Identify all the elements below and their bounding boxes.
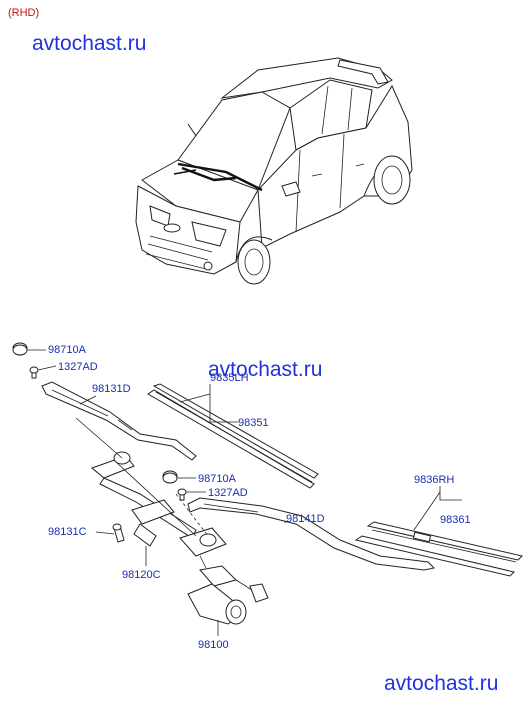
wiper-blade-lh xyxy=(147,383,319,489)
wiper-arm-lh xyxy=(41,381,197,461)
wiper-motor xyxy=(187,555,269,625)
callout-98131d: 98131D xyxy=(92,383,131,395)
wiper-blade-rh xyxy=(354,521,523,577)
callout-98100: 98100 xyxy=(198,639,229,651)
callout-1327ad-top: 1327AD xyxy=(58,361,98,373)
leader-lines xyxy=(27,349,462,636)
callout-98351: 98351 xyxy=(238,417,269,429)
cap-98710a-mid xyxy=(162,470,178,484)
callout-98141d: 98141D xyxy=(286,513,325,525)
callout-98120c: 98120C xyxy=(122,569,161,581)
nut-1327ad-top xyxy=(29,366,39,379)
nut-1327ad-mid xyxy=(177,488,187,501)
watermark-middle: avtochast.ru xyxy=(208,358,322,381)
callout-98131c: 98131C xyxy=(48,526,87,538)
callout-98361: 98361 xyxy=(440,514,471,526)
wiper-linkage xyxy=(75,417,227,557)
callout-1327ad-mid: 1327AD xyxy=(208,487,248,499)
bolt-98131c xyxy=(112,523,125,543)
watermark-top: avtochast.ru xyxy=(32,32,146,55)
watermark-bottom: avtochast.ru xyxy=(384,672,498,695)
callout-98710a-top: 98710A xyxy=(48,344,87,356)
cap-98710a-top xyxy=(12,342,28,356)
rhd-label: (RHD) xyxy=(8,7,39,19)
callout-98710a-mid: 98710A xyxy=(198,473,237,485)
callout-9836rh: 9836RH xyxy=(414,474,454,486)
callout-9835lh: 9835LH xyxy=(210,372,249,384)
wiper-arm-rh xyxy=(187,497,436,571)
car-illustration xyxy=(135,57,413,285)
